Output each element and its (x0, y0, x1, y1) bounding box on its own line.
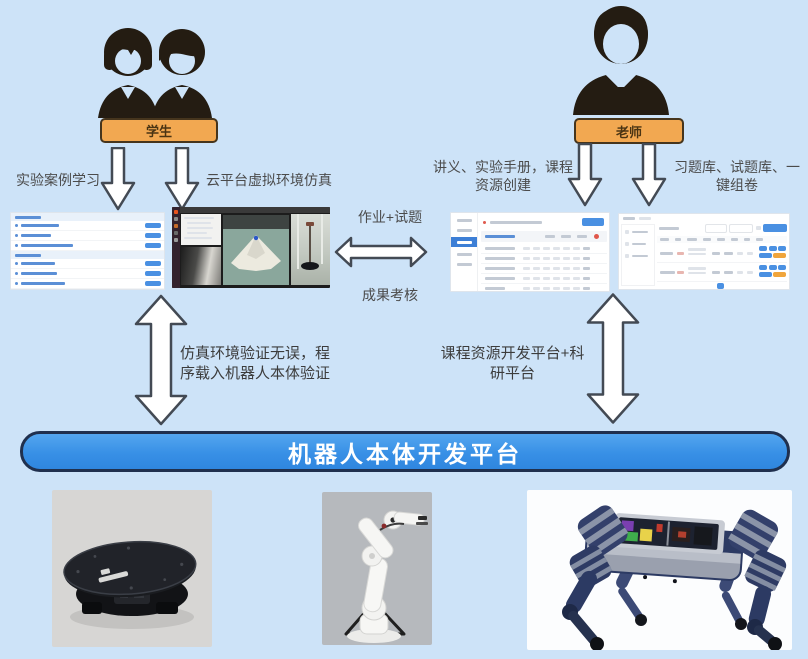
sim-tree-panel (181, 214, 221, 245)
sim-real-camera-view (291, 214, 330, 285)
list-section-header (11, 213, 164, 221)
list-row (11, 289, 164, 290)
exchange-arrow (334, 236, 428, 268)
caption-lecture-resources: 讲义、实验手册，课程 资源创建 (433, 159, 573, 193)
students-tag: 学生 (100, 118, 218, 143)
sim-map-view (223, 215, 289, 285)
simulation-screenshot (172, 207, 330, 288)
admin-sidebar (451, 213, 478, 291)
qb-main (657, 224, 787, 289)
qb-tree (621, 224, 655, 286)
caption-sim-validation: 仿真环境验证无误，程 序载入机器人本体验证 (180, 345, 331, 382)
quadruped-robot-photo (527, 490, 792, 650)
right-vertical-arrow (586, 293, 640, 424)
qb-tabs (623, 217, 651, 220)
list-row (11, 221, 164, 231)
sim-titlebar (180, 207, 330, 213)
caption-case-study: 实验案例学习 (16, 172, 100, 188)
caption-question-bank: 习题库、试题库、一 键组卷 (674, 159, 800, 193)
teacher-tag: 老师 (574, 118, 684, 144)
robot-arm-photo (322, 492, 432, 645)
admin-toolbar (481, 218, 607, 228)
experiment-list-screenshot (10, 212, 165, 290)
caption-cloud-sim: 云平台虚拟环境仿真 (206, 172, 332, 188)
banner-title: 机器人本体开发平台 (288, 440, 522, 467)
students-tag-label: 学生 (145, 124, 172, 139)
list-section-header (11, 251, 164, 259)
caption-homework-exam: 作业+试题 (357, 209, 423, 225)
teacher-down-arrow-right (631, 143, 667, 207)
teacher-tag-label: 老师 (615, 124, 642, 140)
sim-dock (172, 207, 180, 288)
qb-pagination (717, 283, 724, 289)
teacher-icon (573, 6, 669, 115)
list-row (11, 259, 164, 269)
admin-table (481, 244, 607, 291)
student-down-arrow-left (100, 147, 136, 211)
qb-row (657, 264, 787, 282)
course-admin-screenshot (450, 212, 610, 292)
robot-platform-banner: 机器人本体开发平台 (20, 431, 790, 472)
student-down-arrow-right (164, 147, 200, 211)
sim-camera-view (181, 247, 221, 285)
admin-filter-row (481, 231, 607, 242)
question-bank-screenshot (618, 213, 790, 290)
left-vertical-arrow (134, 294, 188, 426)
students-icon (98, 28, 212, 118)
list-row (11, 231, 164, 241)
list-row (11, 241, 164, 251)
caption-result-assessment: 成果考核 (362, 287, 418, 303)
list-row (11, 279, 164, 289)
wheeled-robot-photo (52, 490, 212, 647)
list-row (11, 269, 164, 279)
qb-row (657, 245, 787, 263)
caption-dev-platform: 课程资源开发平台+科 研平台 (440, 345, 585, 382)
teacher-down-arrow-left (567, 143, 603, 207)
